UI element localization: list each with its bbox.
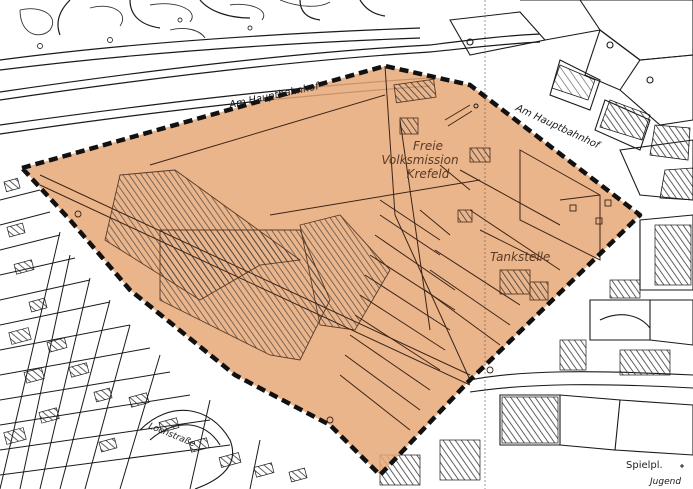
planning-area-boundary — [19, 63, 643, 478]
hatched-buildings-bottom-right — [379, 224, 692, 486]
label-youth: Jugend — [648, 477, 681, 487]
hatched-houses-left — [3, 177, 308, 483]
park-contours — [19, 0, 331, 49]
label-gas-station: Tankstelle — [490, 250, 550, 264]
plan-area-small-marks — [74, 104, 612, 424]
label-mission-line1: Freie — [413, 139, 443, 153]
hatched-buildings-plan-area — [104, 78, 549, 361]
railway-tracks — [0, 0, 541, 135]
residential-parcels-left — [0, 189, 261, 489]
playground-symbol — [680, 464, 684, 468]
lochstrasse-road — [139, 409, 234, 489]
hatched-buildings-top-right — [551, 64, 693, 201]
cross-symbol — [473, 103, 479, 109]
label-playground: Spielpl. — [626, 460, 663, 471]
label-mission-line2: Volksmission — [381, 153, 458, 167]
label-mission-line3: Krefeld — [407, 167, 450, 181]
